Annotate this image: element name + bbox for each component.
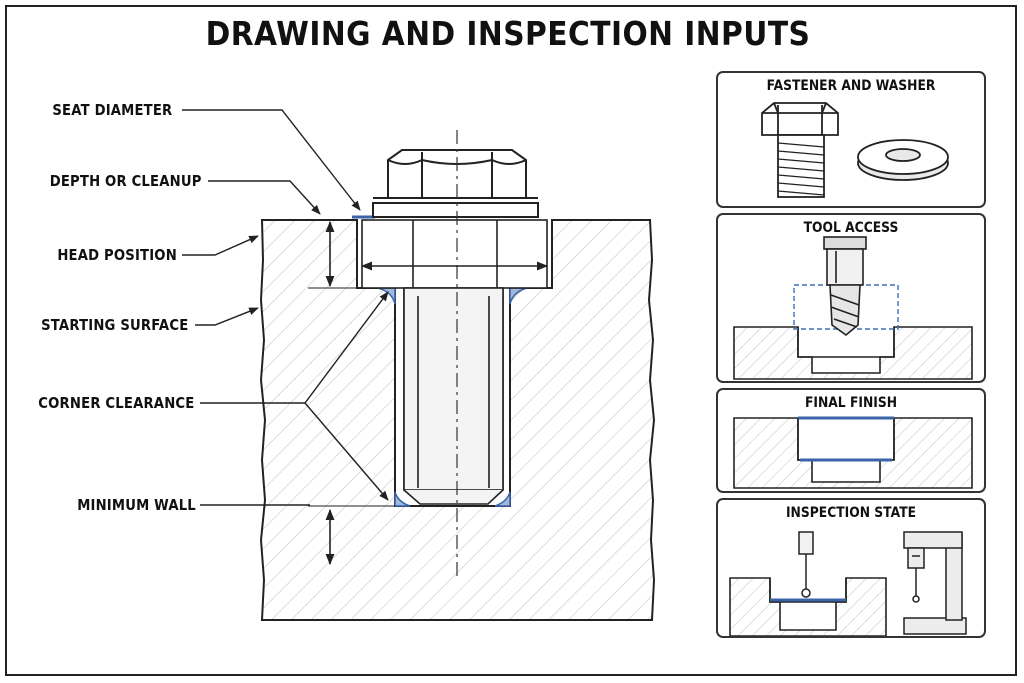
panel-final-finish: FINAL FINISH bbox=[716, 388, 986, 493]
callout-seat-diameter: SEAT DIAMETER bbox=[51, 101, 172, 119]
callout-starting-surface: STARTING SURFACE bbox=[40, 316, 188, 334]
corner-clearance-top-right bbox=[509, 287, 528, 305]
drawing-frame bbox=[5, 5, 1017, 676]
corner-clearance-bottom-right bbox=[494, 491, 511, 507]
panel-inspection-state: INSPECTION STATE bbox=[716, 498, 986, 638]
callout-depth-or-cleanup: DEPTH OR CLEANUP bbox=[50, 172, 202, 190]
corner-clearance-bottom-left bbox=[394, 491, 411, 507]
cmm-machine-icon bbox=[903, 531, 967, 635]
bolt-shank bbox=[361, 219, 548, 505]
inspection-state-illustration bbox=[729, 531, 967, 636]
callout-minimum-wall: MINIMUM WALL bbox=[77, 496, 196, 514]
tool-access-illustration bbox=[733, 236, 973, 380]
probe-icon bbox=[798, 531, 814, 598]
panel-title-tool-access: TOOL ACCESS bbox=[803, 220, 899, 236]
final-finish-illustration bbox=[733, 416, 973, 489]
fastener-and-washer-illustration bbox=[761, 102, 949, 198]
panel-tool-access: TOOL ACCESS bbox=[716, 213, 986, 383]
panel-fastener-and-washer: FASTENER AND WASHER bbox=[716, 71, 986, 208]
washer bbox=[372, 202, 539, 218]
callout-corner-clearance: CORNER CLEARANCE bbox=[37, 394, 194, 412]
page-title: DRAWING AND INSPECTION INPUTS bbox=[205, 14, 811, 53]
callout-head-position: HEAD POSITION bbox=[57, 246, 177, 264]
corner-clearance-top-left bbox=[377, 287, 396, 305]
panel-title-final-finish: FINAL FINISH bbox=[804, 395, 898, 411]
panel-title-inspection-state: INSPECTION STATE bbox=[785, 505, 917, 521]
panel-title-fastener: FASTENER AND WASHER bbox=[766, 78, 936, 94]
